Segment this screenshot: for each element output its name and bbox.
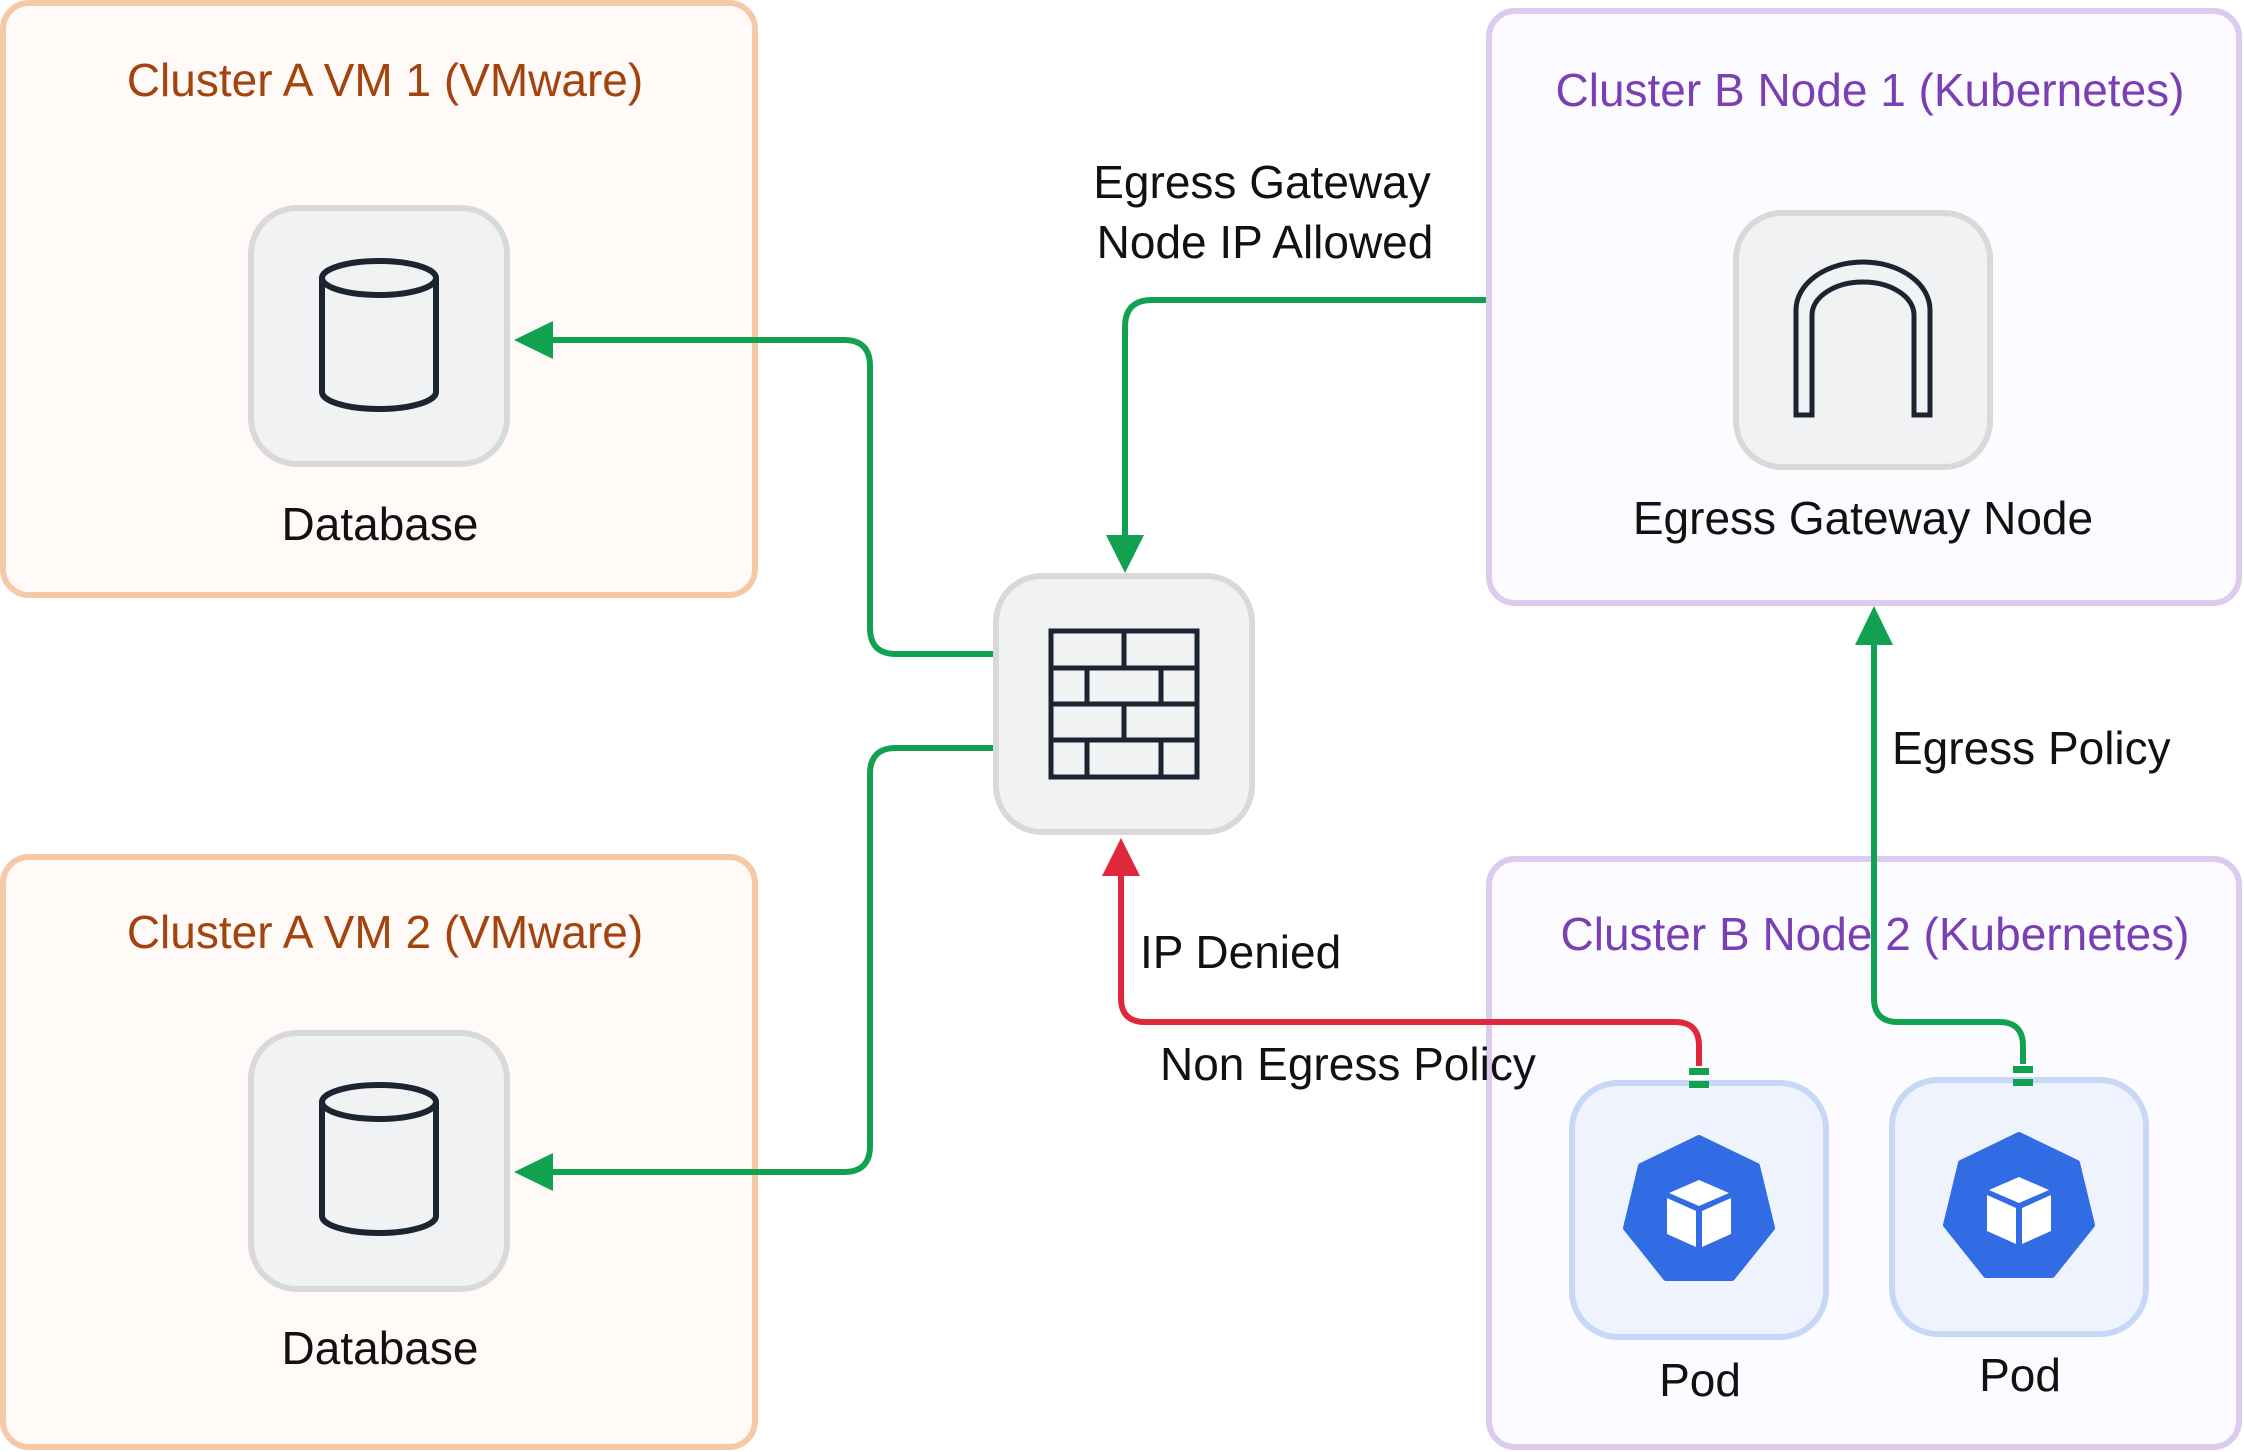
cluster-a-vm1-title: Cluster A VM 1 (VMware) [127,54,643,106]
database-node-1[interactable]: Database [248,205,510,550]
egress-policy-label: Egress Policy [1892,722,2171,774]
edge-pod1-to-firewall: IP Denied Non Egress Policy [1102,838,1709,1090]
cluster-b-node1: Cluster B Node 1 (Kubernetes) Egress Gat… [1486,8,2242,606]
cluster-a-vm2: Cluster A VM 2 (VMware) Database [0,854,758,1450]
pod-1-label: Pod [1659,1354,1741,1406]
gateway-edge-label-line1: Egress Gateway [1093,156,1430,208]
database-label-1: Database [282,498,479,550]
egress-gateway-node-label: Egress Gateway Node [1633,492,2093,544]
edge-firewall-to-db1 [514,321,993,657]
egress-gateway-node[interactable]: Egress Gateway Node [1633,210,2093,544]
database-label-2: Database [282,1322,479,1374]
database-icon [319,258,439,412]
cluster-a-vm1: Cluster A VM 1 (VMware) Database [0,0,758,598]
denied-edge-label-bottom: Non Egress Policy [1160,1038,1536,1090]
cluster-b-node2: Cluster B Node 2 (Kubernetes) Pod Pod [1486,856,2242,1450]
gateway-edge-label-line2: Node IP Allowed [1097,216,1434,268]
edge-firewall-to-db2 [514,745,993,1191]
edge-pod2-to-gateway: Egress Policy [1855,606,2171,1086]
gateway-arch-icon [1793,259,1933,418]
denied-edge-label-top: IP Denied [1140,926,1341,978]
cluster-b-node1-title: Cluster B Node 1 (Kubernetes) [1556,64,2185,116]
firewall-icon [1048,628,1200,780]
database-node-2[interactable]: Database [248,1030,510,1374]
pod-2[interactable]: Pod [1889,1077,2149,1401]
pod-2-label: Pod [1979,1349,2061,1401]
kubernetes-pod-icon [1943,1132,2095,1278]
database-icon [319,1082,439,1236]
firewall-node[interactable] [993,573,1255,835]
edge-gateway-to-firewall: Egress Gateway Node IP Allowed [1093,156,1486,573]
cluster-a-vm2-title: Cluster A VM 2 (VMware) [127,906,643,958]
pod-1[interactable]: Pod [1569,1080,1829,1406]
kubernetes-pod-icon [1623,1135,1775,1281]
